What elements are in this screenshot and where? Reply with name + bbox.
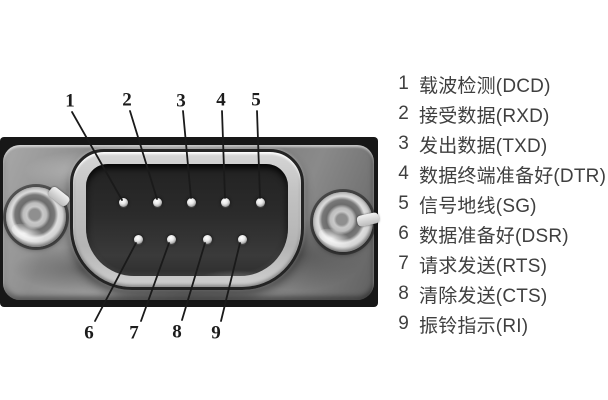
legend-pin-label: 请求发送(RTS) [419,255,548,277]
legend-pin-number: 8 [398,283,409,304]
legend-row-1: 1 载波检测(DCD) [397,69,606,99]
leader-line-4 [221,110,226,199]
pin-number-label-5: 5 [251,89,261,111]
pin-1 [119,198,128,207]
pin-2 [153,198,162,207]
legend-row-8: 8 清除发送(CTS) [397,279,606,309]
legend-pin-label: 载波检测(DCD) [419,75,551,97]
legend-row-6: 6 数据准备好(DSR) [397,219,606,249]
legend-pin-number: 5 [398,193,409,214]
cavity-reflection [201,270,269,286]
pin-number-label-1: 1 [65,90,75,112]
leader-line-1 [71,111,123,201]
d-sub-shell [70,149,304,290]
pin-number-label-8: 8 [172,321,182,343]
connector-photo [0,137,380,307]
pin-5 [256,198,265,207]
legend-pin-number: 4 [398,163,409,184]
legend-pin-label: 清除发送(CTS) [419,285,548,307]
leader-line-3 [182,110,192,199]
legend-pin-number: 2 [398,103,409,124]
leader-line-6 [94,242,137,322]
legend-pin-label: 发出数据(TXD) [419,135,548,157]
legend-pin-number: 1 [398,73,409,94]
pin-6 [134,235,143,244]
pin-4 [221,198,230,207]
legend-pin-label: 数据终端准备好(DTR) [419,165,607,187]
legend-row-2: 2 接受数据(RXD) [397,99,606,129]
pin-cavity [86,164,288,286]
leader-line-5 [256,110,261,199]
legend-pin-label: 数据准备好(DSR) [419,225,569,247]
pin-number-label-9: 9 [211,322,221,344]
pin-number-label-6: 6 [84,322,94,344]
legend-pin-label: 振铃指示(RI) [419,315,529,337]
legend-row-5: 5 信号地线(SG) [397,189,606,219]
pin-3 [187,198,196,207]
legend-pin-number: 6 [398,223,409,244]
legend-row-7: 7 请求发送(RTS) [397,249,606,279]
pin-8 [203,235,212,244]
pin-9 [238,235,247,244]
legend-pin-number: 3 [398,133,409,154]
legend-pin-number: 9 [398,313,409,334]
pin-number-label-4: 4 [216,89,226,111]
jack-screw-right [313,192,380,252]
legend-pin-number: 7 [398,253,409,274]
legend-row-3: 3 发出数据(TXD) [397,129,606,159]
leader-line-7 [140,242,170,322]
legend-pin-label: 接受数据(RXD) [419,105,550,127]
legend-pin-label: 信号地线(SG) [419,195,537,217]
leader-lines [71,110,261,322]
legend-row-4: 4 数据终端准备好(DTR) [397,159,606,189]
jack-screw-left [6,185,72,247]
legend-row-9: 9 振铃指示(RI) [397,309,606,339]
pin-number-label-3: 3 [176,90,186,112]
pin-number-label-7: 7 [129,322,139,344]
pin-number-label-2: 2 [122,89,132,111]
leader-line-2 [129,110,158,200]
pin-legend: 1 载波检测(DCD) 2 接受数据(RXD) 3 发出数据(TXD) 4 数据… [397,69,606,339]
leader-line-8 [181,242,206,321]
pin-7 [167,235,176,244]
leader-line-9 [220,242,241,322]
